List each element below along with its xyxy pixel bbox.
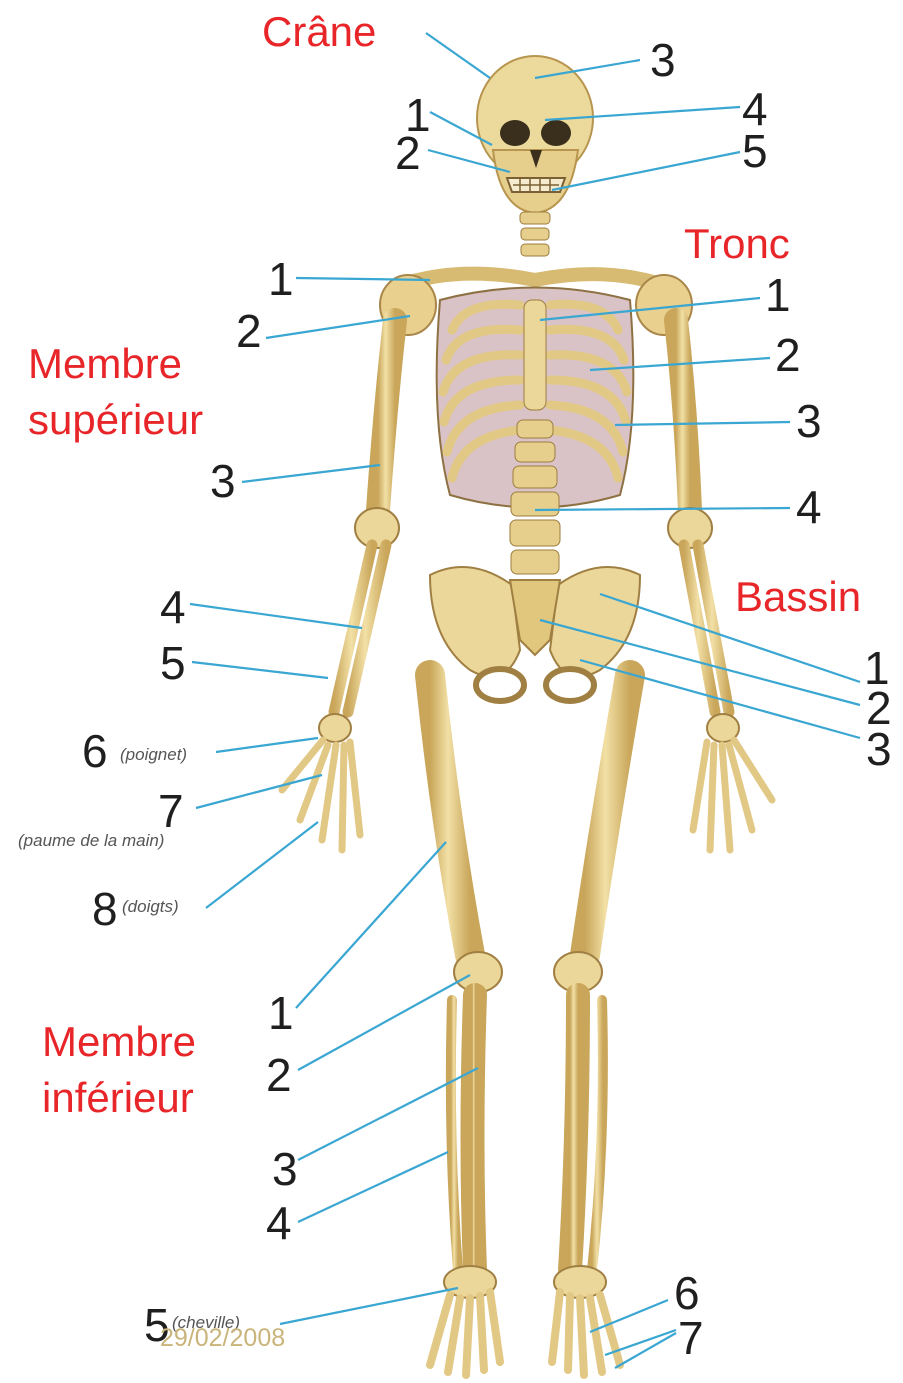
leader-tronc-3: [615, 422, 790, 425]
leader-inf-4: [298, 1152, 448, 1222]
superieur-number-3: 3: [210, 458, 236, 504]
tronc-number-1: 1: [765, 272, 791, 318]
superieur-number-8: 8: [92, 886, 118, 932]
leader-sup-5: [192, 662, 328, 678]
date-stamp: 29/02/2008: [160, 1326, 285, 1351]
pelvis: [430, 567, 640, 701]
tronc-number-4: 4: [796, 484, 822, 530]
leader-sup-6: [216, 738, 318, 752]
section-title-tronc: Tronc: [684, 222, 790, 266]
right-leg: [552, 675, 630, 1375]
superieur-number-2: 2: [236, 308, 262, 354]
inferieur-number-6: 6: [674, 1270, 700, 1316]
section-title-crane: Crâne: [262, 10, 376, 54]
superieur-note-paume: (paume de la main): [18, 832, 164, 849]
bassin-number-3: 3: [866, 726, 892, 772]
section-title-membre-inferieur-line1: Membre: [42, 1020, 196, 1064]
leader-inf-5: [280, 1288, 458, 1324]
cervical-spine: [520, 212, 550, 256]
lumbar-spine: [510, 420, 560, 574]
inferieur-number-1: 1: [268, 990, 294, 1036]
section-title-membre-inferieur-line2: inférieur: [42, 1076, 194, 1120]
leader-sup-8: [206, 822, 318, 908]
superieur-number-4: 4: [160, 584, 186, 630]
leader-inf-1: [296, 842, 446, 1008]
superieur-number-6: 6: [82, 728, 108, 774]
superieur-number-7: 7: [158, 788, 184, 834]
inferieur-number-2: 2: [266, 1052, 292, 1098]
left-arm: [282, 320, 399, 850]
superieur-number-5: 5: [160, 640, 186, 686]
leader-sup-4: [190, 604, 362, 628]
skull: [477, 56, 593, 213]
section-title-bassin: Bassin: [735, 575, 861, 619]
inferieur-number-7: 7: [678, 1315, 704, 1361]
crane-number-3: 3: [650, 37, 676, 83]
leader-tronc-4: [535, 508, 790, 510]
leader-sup-3: [242, 465, 380, 482]
leader-inf-7b: [615, 1333, 676, 1368]
crane-number-5: 5: [742, 128, 768, 174]
section-title-membre-superieur-line2: supérieur: [28, 398, 203, 442]
inferieur-number-3: 3: [272, 1146, 298, 1192]
superieur-note-doigts: (doigts): [122, 898, 179, 915]
tronc-number-3: 3: [796, 398, 822, 444]
leader-inf-2: [298, 975, 470, 1070]
left-leg: [430, 675, 502, 1375]
section-title-membre-superieur-line1: Membre: [28, 342, 182, 386]
crane-number-2: 2: [395, 130, 421, 176]
leader-crane: [426, 33, 490, 78]
inferieur-number-4: 4: [266, 1200, 292, 1246]
superieur-number-1: 1: [268, 256, 294, 302]
tronc-number-2: 2: [775, 332, 801, 378]
superieur-note-poignet: (poignet): [120, 746, 187, 763]
